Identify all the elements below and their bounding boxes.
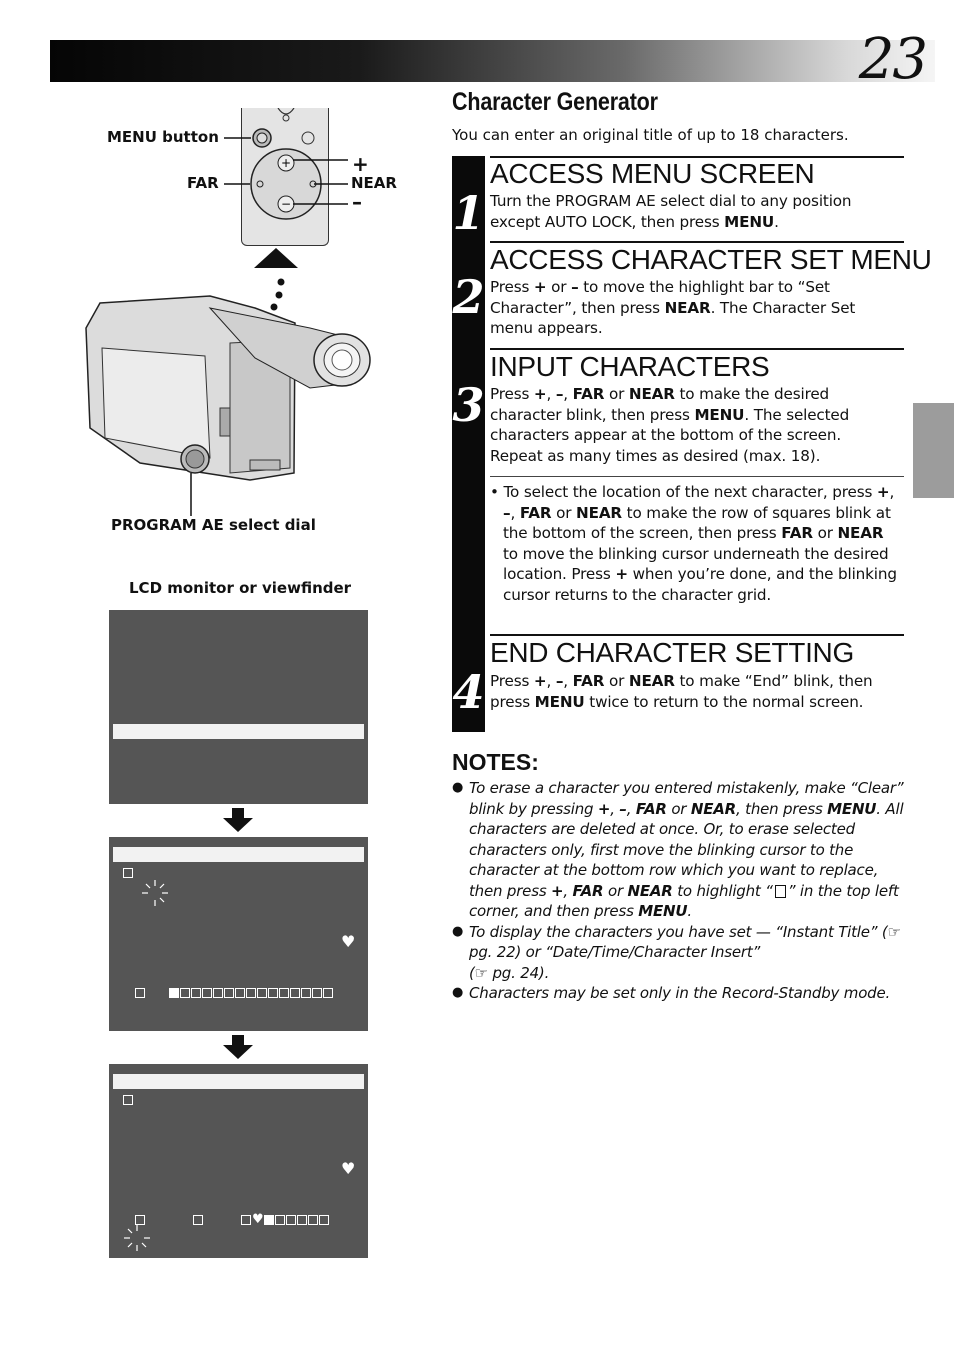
control-buttons-icon: + − [250,107,322,220]
highlight-bar [113,847,364,862]
step-body: Press +, –, FAR or NEAR to make the desi… [490,385,850,465]
step-title: ACCESS MENU SCREEN [490,158,815,189]
note-item: ●Characters may be set only in the Recor… [452,984,891,1002]
highlight-bar [113,724,364,739]
near-label: NEAR [351,174,397,192]
header-bar [50,40,935,82]
step-body: Press + or – to move the highlight bar t… [490,278,856,337]
title-input-row: ♥ [135,1209,330,1228]
note-item: ●To erase a character you entered mistak… [452,779,904,920]
step-title: END CHARACTER SETTING [490,637,854,668]
svg-text:+: + [281,156,291,170]
heart-glyph: ♥ [341,932,356,951]
monitor-label: LCD monitor or viewfinder [129,579,352,597]
step-number: 4 [452,665,485,719]
camcorder-control-panel: + − [241,107,329,246]
step-title: INPUT CHARACTERS [490,351,770,382]
plus-label: + [352,152,369,176]
square-icon [774,884,786,898]
highlight-bar [113,1074,364,1089]
menu-button-label: MENU button [107,128,219,146]
cursor-square [123,1095,133,1105]
section-intro: You can enter an original title of up to… [452,126,849,144]
step-number: 2 [452,270,485,324]
section-tab [913,403,954,498]
program-ae-dial-label: PROGRAM AE select dial [111,516,316,534]
step-number: 1 [452,186,485,240]
notes-title: NOTES: [452,749,539,775]
steps-sidebar [452,156,485,732]
divider [490,156,904,158]
control-leader-lines [224,137,348,205]
page-number: 23 [858,27,928,92]
notes-list: ●To erase a character you entered mistak… [452,778,906,1004]
lcd-screen-menu [109,610,368,804]
blink-marker-icon [124,1225,150,1251]
note-item: ●To display the characters you have set … [452,922,901,982]
arrow-down-icon [223,1035,253,1059]
arrow-down-icon [223,808,253,832]
lcd-screen-input: ♥ ♥ [109,1064,368,1258]
svg-text:−: − [281,197,291,211]
step-number: 3 [452,378,485,432]
title-input-row [135,982,334,1001]
divider [490,348,904,350]
section-title: Character Generator [452,88,658,116]
step-title: ACCESS CHARACTER SET MENU [490,244,932,275]
divider [490,241,904,243]
divider [490,634,904,636]
cursor-square [123,868,133,878]
step-bullet: • To select the location of the next cha… [490,483,897,604]
heart-glyph: ♥ [341,1159,356,1178]
step-body: Turn the PROGRAM AE select dial to any p… [490,192,852,231]
blink-marker-icon [142,880,168,906]
camcorder-icon [85,248,371,516]
lcd-screen-character-set: ♥ [109,837,368,1031]
step-body: Press +, –, FAR or NEAR to make “End” bl… [490,672,873,711]
far-label: FAR [187,174,219,192]
minus-label: – [352,190,362,214]
divider [490,476,904,477]
